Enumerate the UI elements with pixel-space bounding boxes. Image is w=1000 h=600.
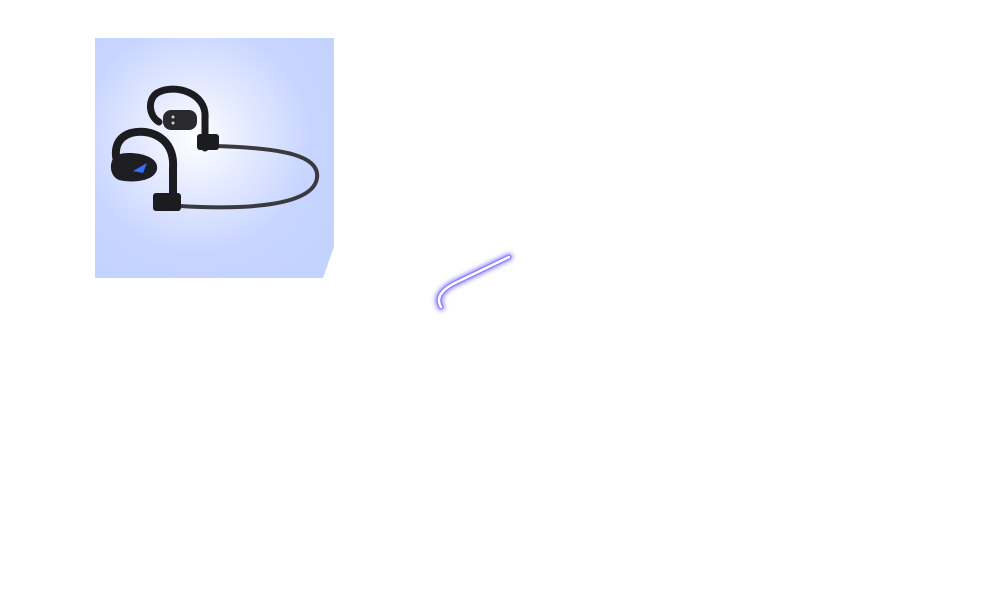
product-image-card bbox=[95, 38, 334, 278]
card-notch bbox=[323, 244, 335, 278]
glow-line-icon bbox=[435, 253, 513, 311]
earphones-icon bbox=[110, 85, 320, 211]
